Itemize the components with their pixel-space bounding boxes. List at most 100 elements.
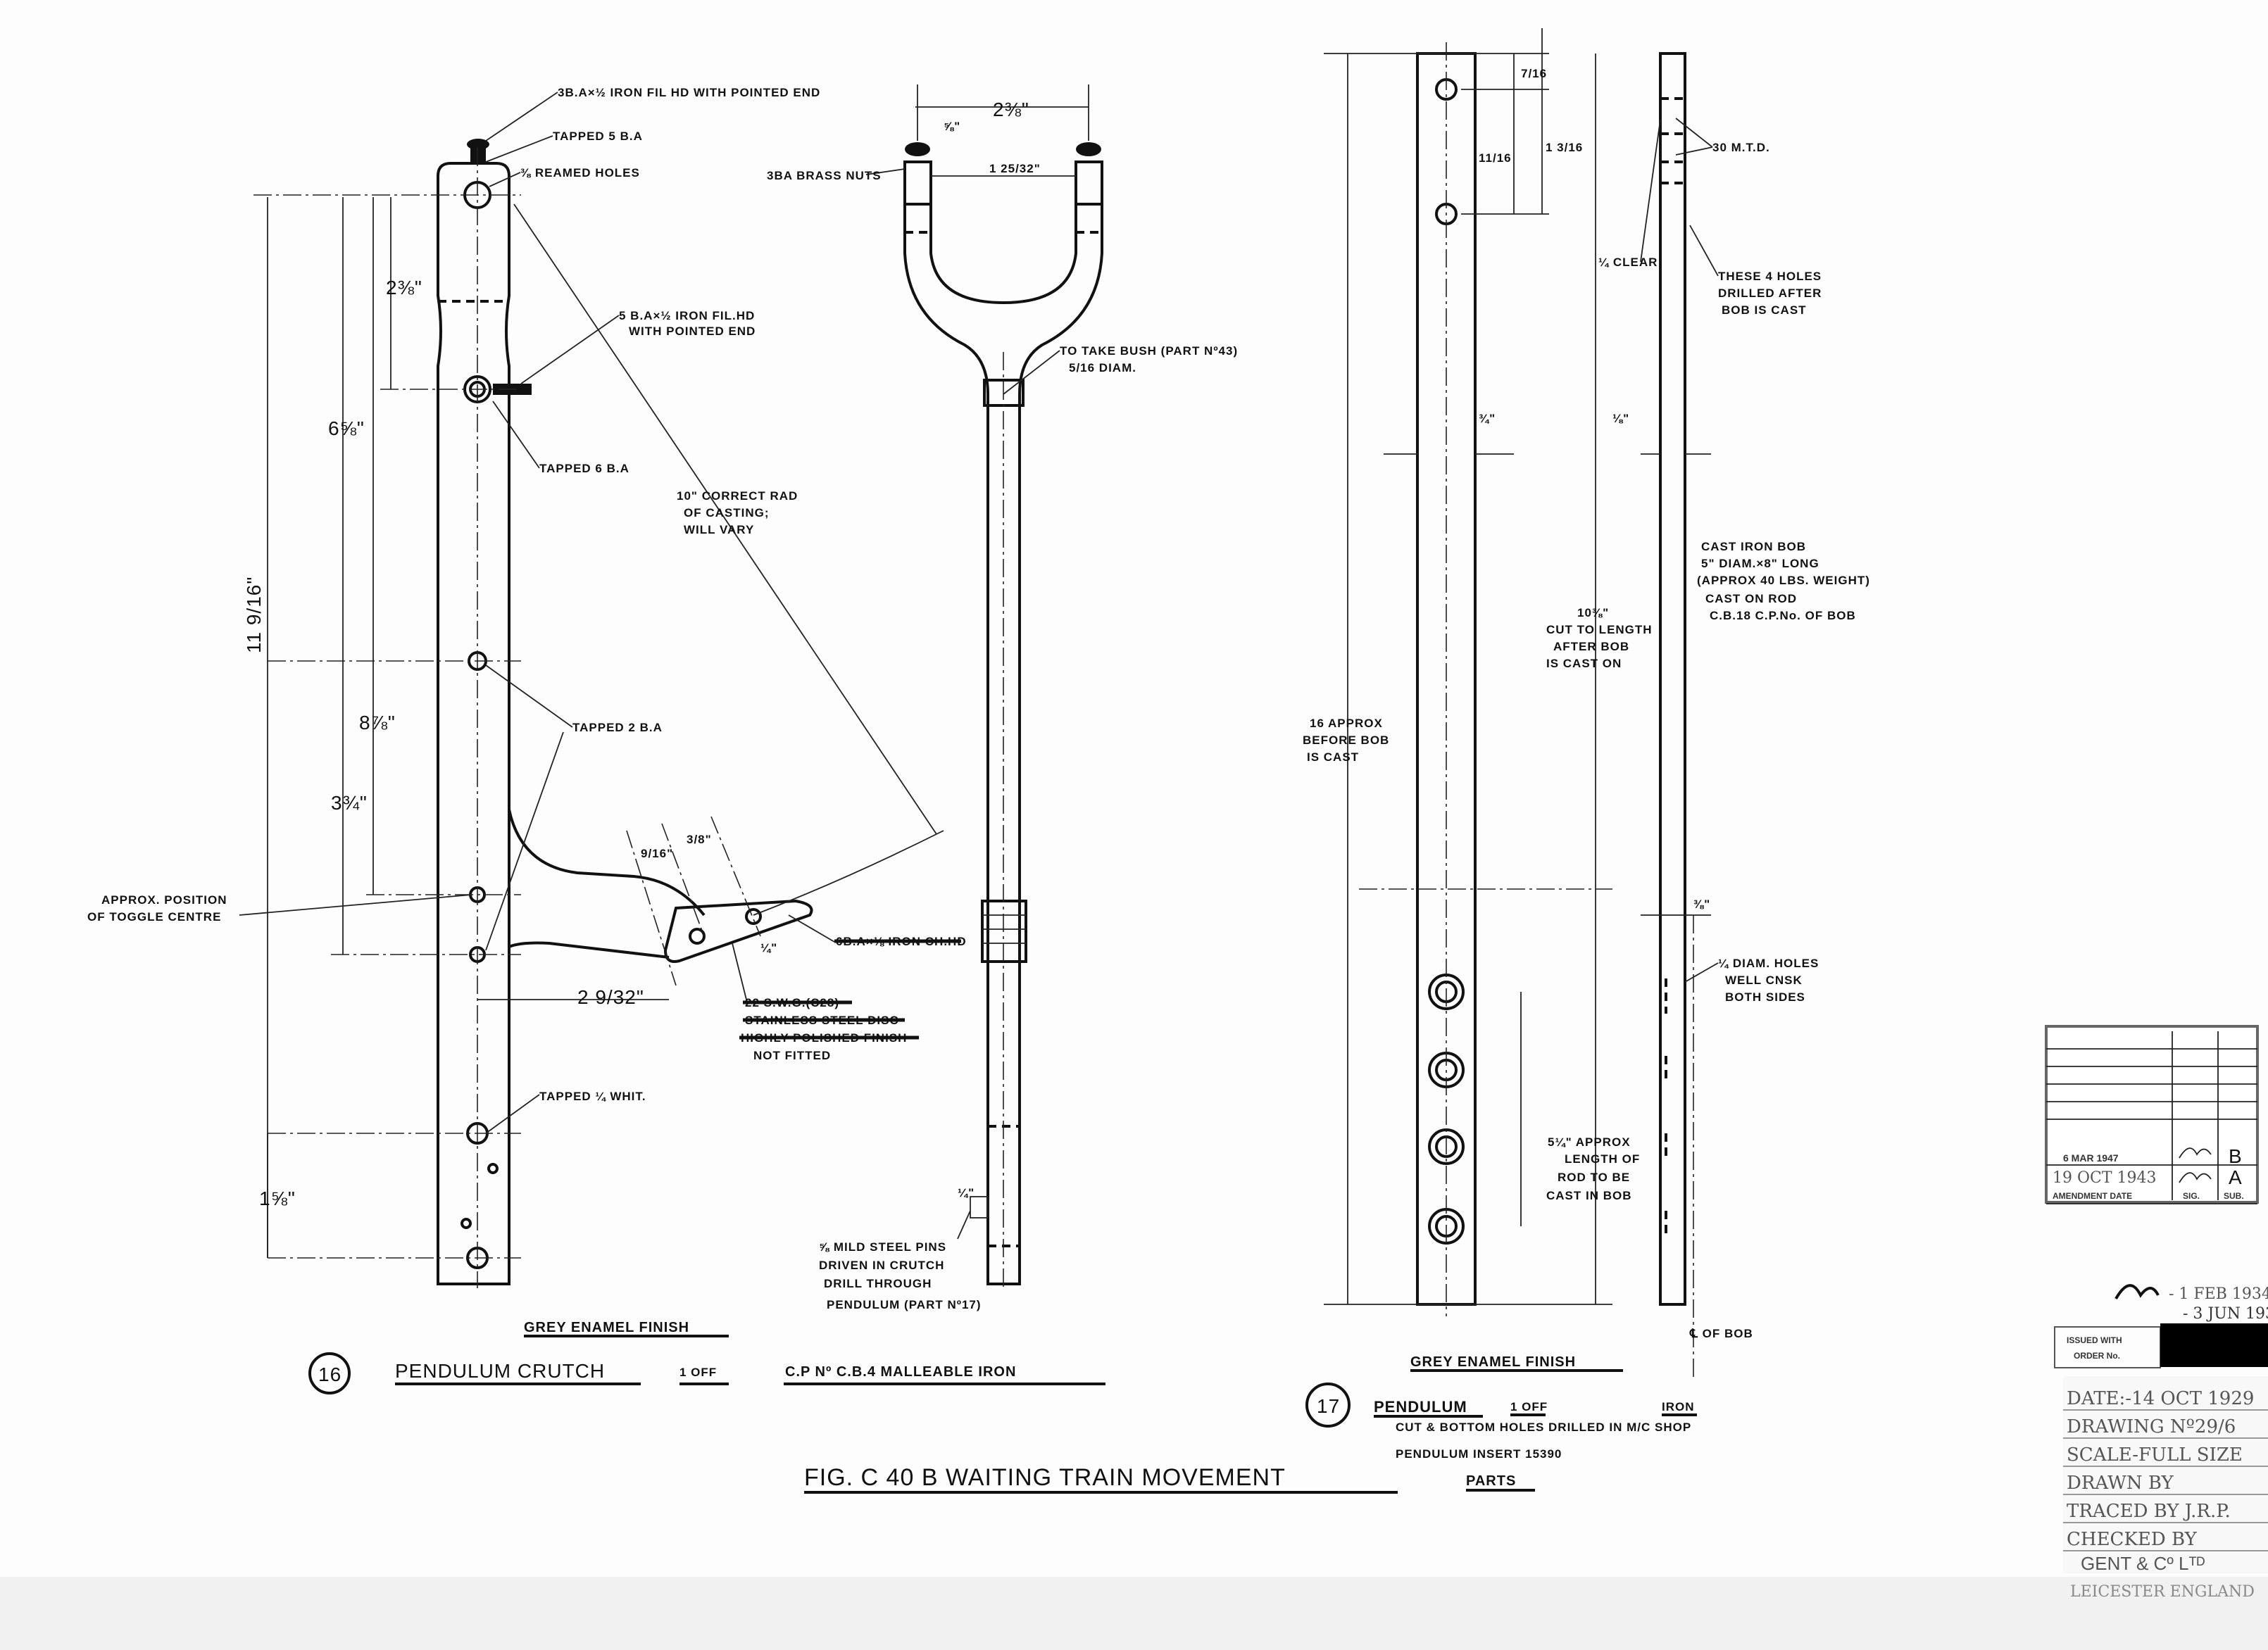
note-bush-diam: 5/16 DIAM. [1069,361,1136,374]
figure-title-text: FIG. C 40 B WAITING TRAIN MOVEMENT [804,1464,1286,1491]
figure-title: FIG. C 40 B WAITING TRAIN MOVEMENT PARTS [804,1464,1535,1494]
drawing-number-field: DRAWING Nº29/6 [2067,1416,2236,1437]
note-pins-2: DRIVEN IN CRUTCH [819,1259,944,1272]
dim-fork-pin: ¼" [958,1186,975,1199]
fork-drawing [865,84,1103,1288]
note-mtd: 30 M.T.D. [1712,141,1770,154]
part16-caption: GREY ENAMEL FINISH 16 PENDULUM CRUTCH 1 … [308,1320,1105,1394]
figure-suffix: PARTS [1466,1473,1516,1489]
note-toggle: APPROX. POSITION [101,893,227,907]
part17-qty: 1 OFF [1510,1400,1548,1413]
amendment-date-a: 19 OCT 1943 [2053,1169,2157,1187]
note-holes-3: BOTH SIDES [1725,990,1805,1004]
stamp-1934: - 1 FEB 1934 [2169,1285,2268,1303]
note-bob-3: (APPROX 40 LBS. WEIGHT) [1697,574,1870,587]
note-rod-4: CAST IN BOB [1546,1189,1632,1202]
note-reamed-holes: ⅜ REAMED HOLES [520,166,640,180]
dim-top-3: 1 3/16 [1546,141,1583,154]
note-radius-3: WILL VARY [684,523,754,536]
note-screw-top: 3B.A×½ IRON FIL HD WITH POINTED END [558,86,820,99]
note-bob-1: CAST IRON BOB [1701,540,1806,553]
note-cl-bob: ℄ OF BOB [1689,1327,1753,1340]
dim-lower: 3¾" [331,792,368,814]
note-pins: ⅝ MILD STEEL PINS [819,1240,946,1254]
scale-field: SCALE-FULL SIZE [2067,1444,2243,1466]
note-pins-4: PENDULUM (PART Nº17) [827,1298,982,1311]
note-16-approx: 16 APPROX [1310,717,1383,730]
signature-a [2179,1172,2212,1183]
pendulum-drawing [1324,28,1719,1380]
title-block: 6 MAR 1947 B 19 OCT 1943 A AMENDMENT DAT… [2045,1025,2268,1601]
note-clear: ¼ CLEAR [1598,256,1658,269]
note-cut: 10⅜" [1577,606,1609,619]
signature-b [2179,1147,2212,1159]
part16-material: C.P Nº C.B.4 MALLEABLE IRON [785,1364,1016,1380]
company-name: GENT & Cº Lᵀᴰ [2081,1553,2205,1574]
dim-arm: 2 9/32" [577,986,644,1008]
note-screw-mid-2: WITH POINTED END [629,325,756,338]
dim-fork-inner: 1 25/32" [989,162,1041,175]
part16-number: 16 [318,1364,342,1385]
note-tapped-2ba: TAPPED 2 B.A [572,721,663,734]
issued-with-label: ISSUED WITH [2067,1335,2122,1345]
note-radius-2: OF CASTING; [684,506,770,519]
note-bob-4: CAST ON ROD [1705,592,1797,605]
note-cut-3: AFTER BOB [1553,640,1629,653]
amend-header-sig: SIG. [2183,1191,2200,1201]
dim-bottom: 1⅝" [259,1188,296,1209]
part17-note: CUT & BOTTOM HOLES DRILLED IN M/C SHOP [1396,1421,1691,1434]
note-bob-2: 5" DIAM.×8" LONG [1701,557,1819,570]
amendment-date-b: 6 MAR 1947 [2063,1152,2119,1164]
amendment-letter-b: B [2229,1145,2243,1167]
note-screw-mid: 5 B.A×½ IRON FIL.HD [619,309,755,322]
dim-top-2: 11/16 [1479,151,1512,165]
dim-fork-nut: ⅝" [944,120,960,133]
part16-qty: 1 OFF [679,1366,717,1379]
note-rod: 5¼" APPROX [1548,1135,1631,1149]
dim-overall: 11 9/16" [243,577,265,653]
dim-blade-b: 3/8" [687,833,712,846]
note-cut-4: IS CAST ON [1546,657,1622,670]
drawn-by-field: DRAWN BY [2067,1473,2174,1494]
dim-pendulum-thick2: ⅜" [1693,898,1710,911]
note-rod-2: LENGTH OF [1565,1152,1640,1166]
part17-number: 17 [1317,1395,1340,1417]
note-pins-3: DRILL THROUGH [824,1277,932,1290]
dim-blade-c: ¼" [760,941,777,955]
note-not-fitted: NOT FITTED [753,1049,831,1062]
dim-fork-span: 2⅜" [993,99,1029,120]
amendment-letter-a: A [2229,1166,2243,1188]
amend-header-date: AMENDMENT DATE [2053,1191,2132,1201]
crutch-finish: GREY ENAMEL FINISH [524,1320,689,1335]
stamp-signature [2114,1284,2160,1300]
part17-caption: GREY ENAMEL FINISH 17 PENDULUM 1 OFF IRO… [1305,1354,1697,1461]
note-toggle-2: OF TOGGLE CENTRE [87,910,221,924]
fork-annotations: 2⅜" ⅝" 1 25/32" 3BA BRASS NUTS TO TAKE B… [767,99,1237,1311]
note-tapped-5ba: TAPPED 5 B.A [553,130,643,143]
pendulum-finish: GREY ENAMEL FINISH [1410,1354,1576,1370]
redacted-order-number [2160,1323,2268,1367]
part17-material: IRON [1662,1400,1695,1413]
stamp-1930: - 3 JUN 1930 [2183,1305,2268,1323]
note-drilled-2: DRILLED AFTER [1718,286,1822,300]
note-cut-2: CUT TO LENGTH [1546,623,1653,636]
part17-name: PENDULUM [1374,1398,1467,1416]
crutch-annotations: 3B.A×½ IRON FIL HD WITH POINTED END TAPP… [87,86,966,1209]
note-16-approx-2: BEFORE BOB [1303,733,1389,747]
note-holes-2: WELL CNSK [1725,974,1803,987]
amend-header-sub: SUB. [2224,1191,2244,1201]
checked-by-field: CHECKED BY [2067,1529,2198,1550]
note-bob-5: C.B.18 C.P.No. OF BOB [1710,609,1856,622]
part16-name: PENDULUM CRUTCH [395,1360,605,1382]
note-tapped-6ba: TAPPED 6 B.A [539,462,629,475]
note-radius: 10" CORRECT RAD [677,489,798,503]
pendulum-annotations: 30 M.T.D. ¼ CLEAR THESE 4 HOLES DRILLED … [1303,67,1870,1340]
traced-by-field: TRACED BY J.R.P. [2067,1501,2231,1522]
dim-pendulum-width: ¾" [1479,412,1496,425]
part17-insert: PENDULUM INSERT 15390 [1396,1447,1562,1461]
note-rod-3: ROD TO BE [1558,1171,1630,1184]
pendulum-crutch-drawing [239,92,944,1288]
dim-top: 2⅜" [386,277,422,298]
note-drilled-3: BOB IS CAST [1722,303,1807,317]
